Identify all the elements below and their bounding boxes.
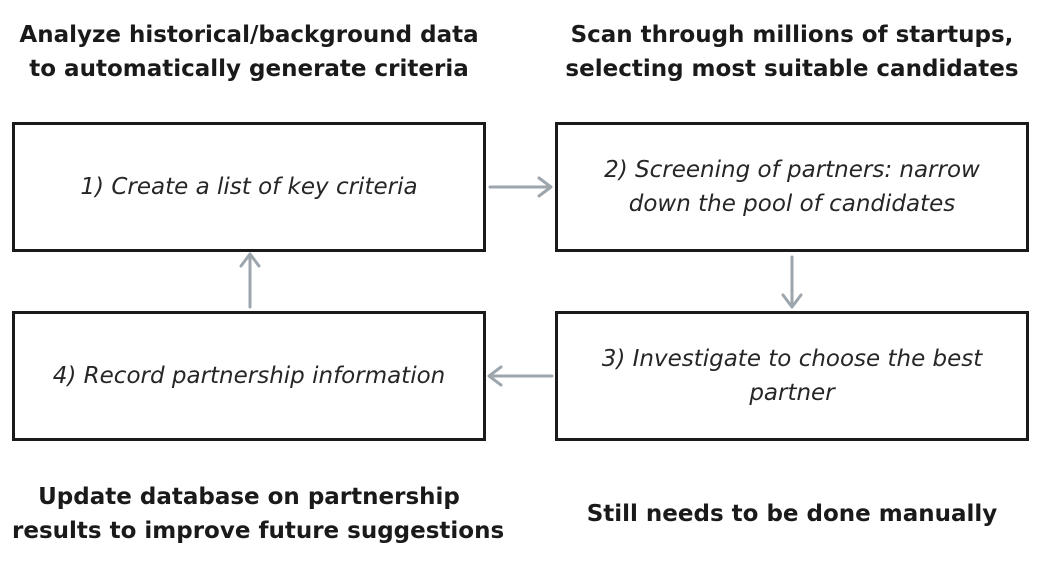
step-2-box: 2) Screening of partners: narrow down th… bbox=[555, 122, 1029, 252]
arrow-step-2-to-step-3 bbox=[781, 255, 803, 309]
caption-step-4-line-2: results to improve future suggestions bbox=[12, 518, 505, 544]
caption-step-1-line-2: to automatically generate criteria bbox=[29, 56, 469, 82]
step-4-box: 4) Record partnership information bbox=[12, 311, 486, 441]
step-2-label-line-1: 2) Screening of partners: narrow bbox=[604, 157, 980, 183]
arrow-step-3-to-step-4 bbox=[487, 365, 554, 387]
caption-step-2: Scan through millions of startups, selec… bbox=[555, 18, 1029, 86]
step-3-label-line-1: 3) Investigate to choose the best bbox=[601, 346, 983, 372]
step-3-box: 3) Investigate to choose the best partne… bbox=[555, 311, 1029, 441]
step-4-label: 4) Record partnership information bbox=[52, 363, 446, 389]
caption-step-2-line-2: selecting most suitable candidates bbox=[565, 56, 1019, 82]
caption-step-2-line-1: Scan through millions of startups, bbox=[570, 22, 1014, 48]
step-3-label-line-2: partner bbox=[749, 380, 835, 406]
caption-step-4: Update database on partnership results t… bbox=[12, 480, 505, 548]
caption-step-3: Still needs to be done manually bbox=[555, 497, 1029, 531]
step-2-label-line-2: down the pool of candidates bbox=[628, 191, 956, 217]
step-1-label: 1) Create a list of key criteria bbox=[80, 174, 418, 200]
arrow-step-1-to-step-2 bbox=[488, 176, 553, 198]
caption-step-3-line-1: Still needs to be done manually bbox=[586, 501, 998, 527]
caption-step-1: Analyze historical/background data to au… bbox=[12, 18, 486, 86]
caption-step-4-line-1: Update database on partnership bbox=[38, 484, 460, 510]
step-1-box: 1) Create a list of key criteria bbox=[12, 122, 486, 252]
arrow-step-4-to-step-1 bbox=[239, 252, 261, 309]
caption-step-1-line-1: Analyze historical/background data bbox=[19, 22, 479, 48]
